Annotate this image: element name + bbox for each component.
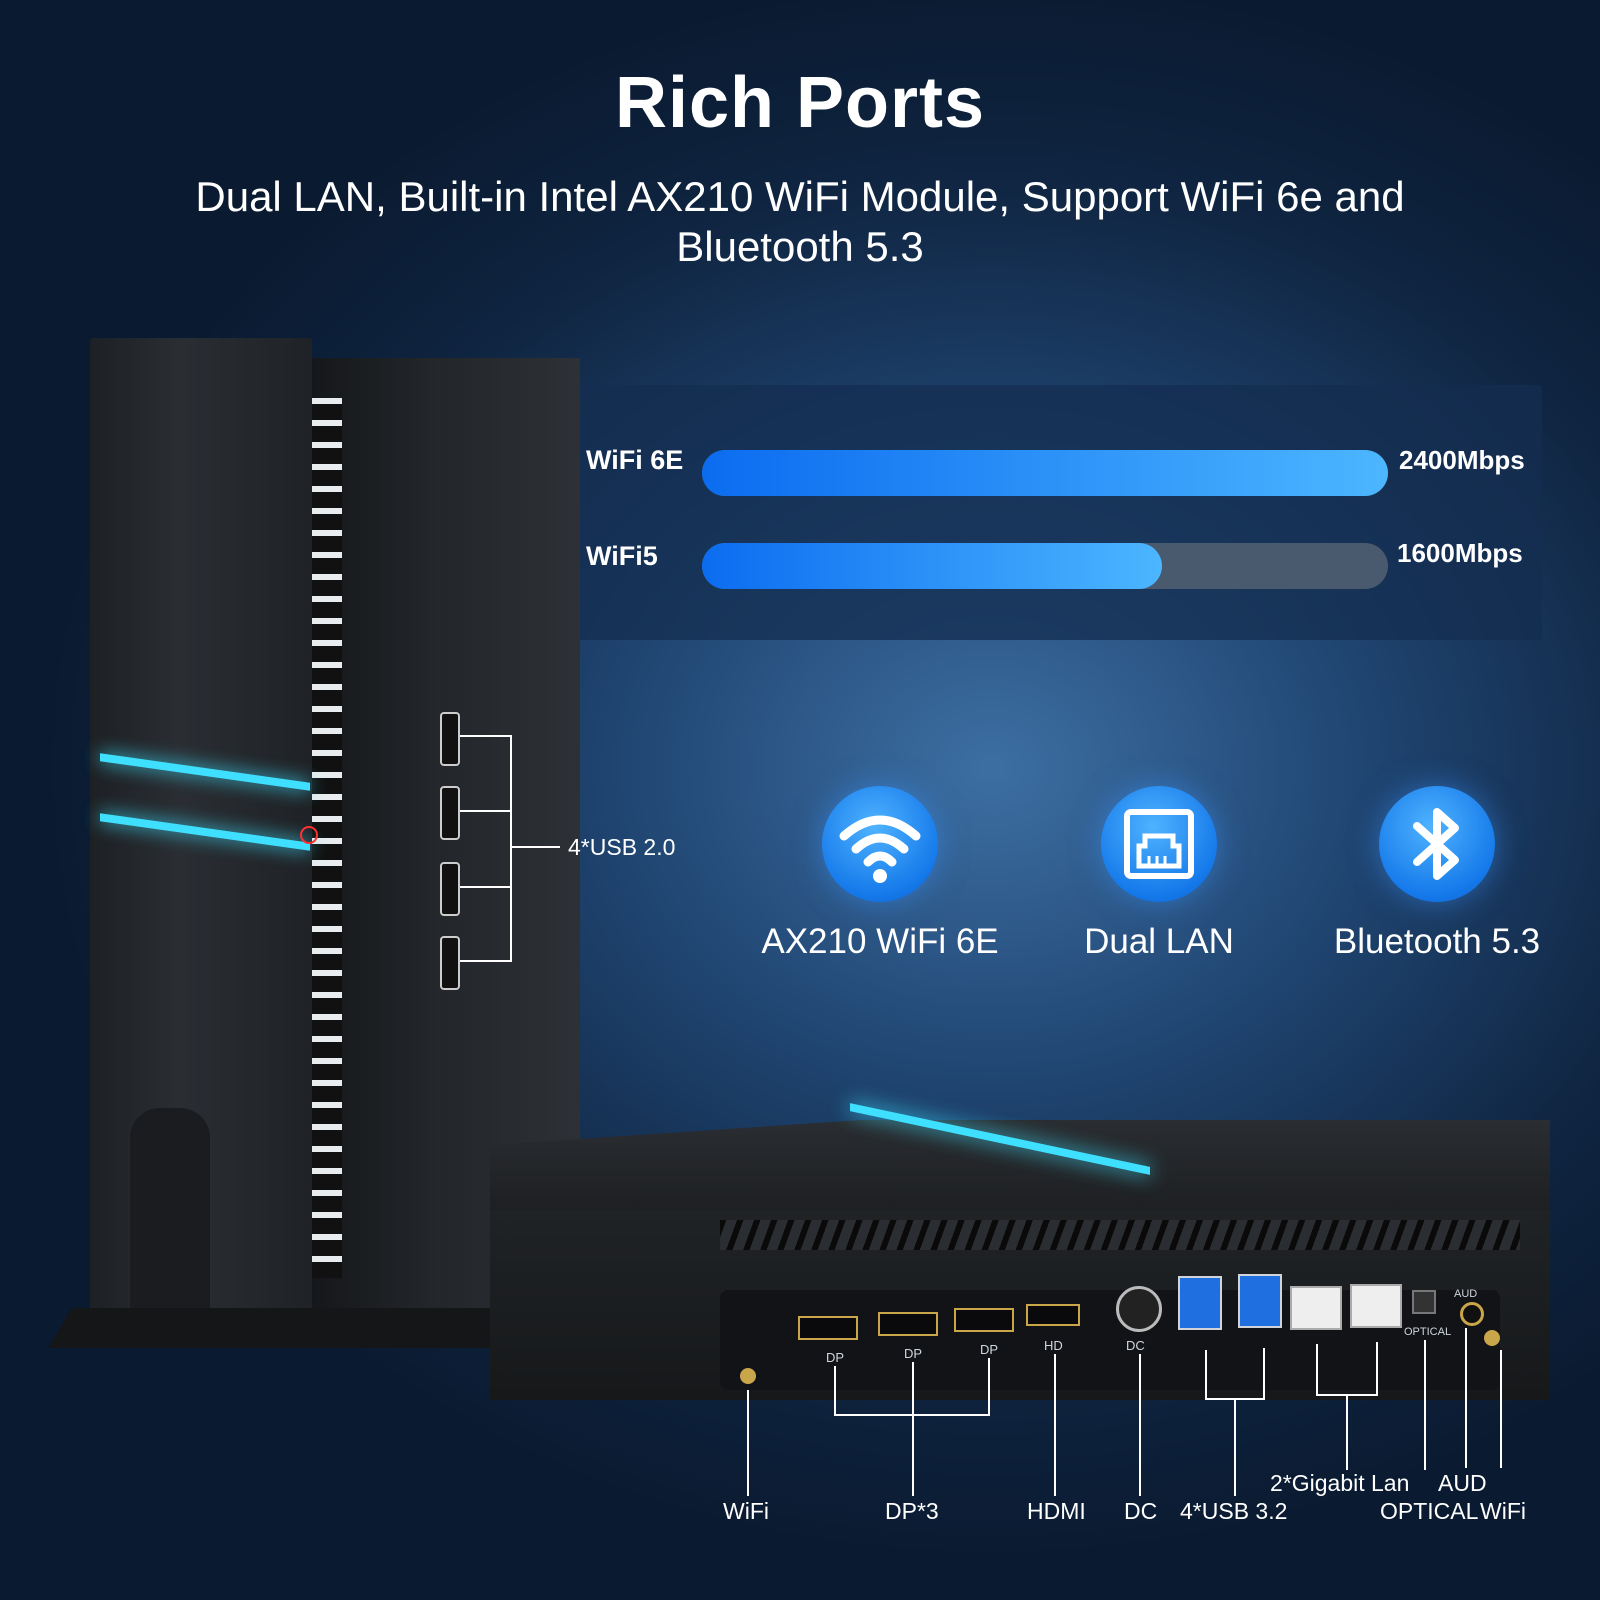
tower-stand (130, 1108, 210, 1308)
connector-line (460, 886, 512, 888)
antenna-connector (740, 1368, 756, 1384)
port-label-dc: DC (1124, 1498, 1158, 1524)
callout-line (1465, 1328, 1467, 1468)
feature-label-lan: Dual LAN (1084, 922, 1234, 961)
bar-label-wifi5: WiFi5 (586, 541, 658, 571)
device-marking-dp: DP (826, 1350, 845, 1365)
callout-line (834, 1414, 990, 1416)
port-label-aud: AUD (1438, 1470, 1487, 1496)
ethernet-port (1350, 1284, 1402, 1328)
callout-line (1500, 1350, 1502, 1468)
port-label-usb32: 4*USB 3.2 (1180, 1498, 1288, 1524)
antenna-connector (1484, 1330, 1500, 1346)
callout-line (1376, 1342, 1378, 1396)
device-marking-dp: DP (980, 1342, 999, 1357)
callout-line (912, 1362, 914, 1496)
displayport-port (954, 1308, 1014, 1332)
bar-fill-wifi6e (702, 450, 1388, 496)
port-label-hdmi: HDMI (1027, 1498, 1086, 1524)
bluetooth-icon (1379, 786, 1495, 902)
page-title: Rich Ports (614, 63, 986, 143)
connector-line (512, 846, 560, 848)
usb3-port-stack (1178, 1276, 1222, 1330)
usb-port (440, 712, 460, 766)
optical-port (1412, 1290, 1436, 1314)
pc-top-panel (490, 1120, 1550, 1220)
connector-line (460, 735, 512, 737)
feature-label-bluetooth: Bluetooth 5.3 (1333, 922, 1541, 961)
port-label-optical: OPTICAL (1380, 1498, 1479, 1524)
bar-fill-wifi5 (702, 543, 1162, 589)
callout-line (1205, 1350, 1207, 1400)
callout-line (1263, 1348, 1265, 1400)
dc-port (1116, 1286, 1162, 1332)
bar-track-wifi6e (702, 450, 1388, 496)
horizontal-pc (490, 1103, 1550, 1400)
port-label-wifi-right: WiFi (1480, 1498, 1526, 1524)
connector-line (510, 735, 512, 962)
callout-line (988, 1358, 990, 1416)
usb-port (440, 936, 460, 990)
device-marking-hd: HD (1044, 1338, 1063, 1353)
bar-track-wifi5 (702, 543, 1388, 589)
speed-comparison-panel: WiFi 6E 2400Mbps WiFi5 1600Mbps (562, 385, 1542, 640)
hdmi-port (1026, 1304, 1080, 1326)
audio-jack (1460, 1302, 1484, 1326)
connector-line (460, 960, 512, 962)
device-marking-dp: DP (904, 1346, 923, 1361)
callout-line (747, 1390, 749, 1496)
pc-vents (720, 1220, 1520, 1250)
page-subtitle: Dual LAN, Built-in Intel AX210 WiFi Modu… (195, 173, 1405, 270)
callout-line (1054, 1354, 1056, 1496)
ethernet-icon (1101, 786, 1217, 902)
callout-line (1424, 1340, 1426, 1470)
bar-label-wifi6e: WiFi 6E (586, 445, 684, 475)
tower-pc (48, 338, 580, 1348)
displayport-port (878, 1312, 938, 1336)
callout-line (834, 1366, 836, 1416)
port-label-wifi: WiFi (723, 1498, 769, 1524)
connector-line (460, 810, 512, 812)
device-marking-optical: OPTICAL (1404, 1326, 1452, 1338)
bar-value-wifi5: 1600Mbps (1397, 538, 1523, 568)
tower-stand-base (48, 1308, 522, 1348)
device-marking-dc: DC (1126, 1338, 1145, 1353)
bar-value-wifi6e: 2400Mbps (1399, 445, 1525, 475)
callout-line (1346, 1394, 1348, 1470)
usb3-port-stack (1238, 1274, 1282, 1328)
ethernet-port (1290, 1286, 1342, 1330)
callout-line (1316, 1344, 1318, 1396)
port-label-dp: DP*3 (885, 1498, 939, 1524)
device-marking-aud: AUD (1454, 1288, 1478, 1300)
usb-port (440, 862, 460, 916)
usb-port (440, 786, 460, 840)
power-button-icon (300, 826, 318, 844)
callout-line (1234, 1398, 1236, 1496)
wifi-icon (822, 786, 938, 902)
usb2-label: 4*USB 2.0 (568, 834, 676, 860)
port-label-lan: 2*Gigabit Lan (1270, 1470, 1410, 1496)
callout-line (1139, 1354, 1141, 1496)
feature-label-wifi: AX210 WiFi 6E (761, 922, 999, 961)
displayport-port (798, 1316, 858, 1340)
